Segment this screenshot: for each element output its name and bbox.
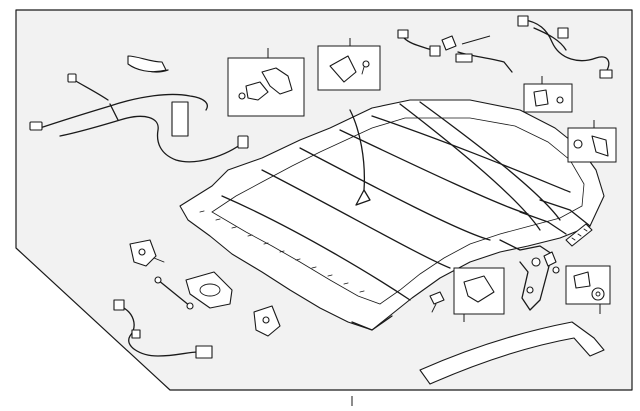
hinge-bracket-lower (253, 305, 281, 337)
bracket-screw-callout (523, 76, 573, 113)
hinge-bracket-callout (567, 120, 617, 163)
lock-motor (185, 271, 233, 309)
convertible-top-frame (179, 99, 605, 331)
latch-linkage-parts (543, 251, 560, 274)
weatherstrip-seal (419, 321, 605, 385)
top-wiring-harness (29, 55, 249, 163)
lower-wiring-harness (113, 299, 213, 359)
support-rod (154, 276, 194, 310)
top-switch-harness (397, 29, 513, 73)
clip-callout (429, 267, 505, 322)
bolt-bracket-callout (565, 265, 611, 314)
mounting-bracket-callout (317, 38, 381, 91)
latch-assembly (129, 239, 165, 267)
hydraulic-line-assembly (517, 15, 613, 79)
seal-strip (565, 223, 593, 247)
retainer-clip-callout (227, 48, 305, 117)
